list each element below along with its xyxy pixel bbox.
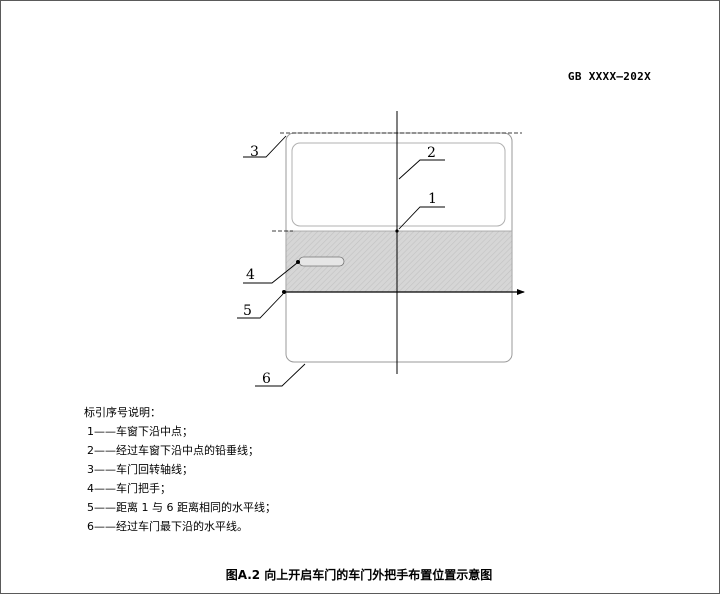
legend-item-6: 6——经过车门最下沿的水平线。 (87, 520, 248, 533)
callout-3: 3 (250, 144, 259, 160)
standard-code: GB XXXX—202X (567, 70, 651, 83)
legend-item-5: 5——距离 1 与 6 距离相同的水平线； (87, 501, 276, 514)
window-outline (291, 142, 506, 227)
leader-line-4 (243, 262, 298, 284)
callout-5: 5 (243, 303, 252, 319)
figure-caption: 图A.2 向上开启车门的车门外把手布置位置示意图 (225, 568, 493, 582)
legend: 标引序号说明： 1——车窗下沿中点； 2——经过车窗下沿中点的铅垂线； 3——车… (84, 403, 276, 536)
leader-line-1 (398, 206, 445, 230)
callout-1: 1 (428, 191, 437, 207)
legend-item-3: 3——车门回转轴线； (87, 463, 193, 476)
leader-line-2 (398, 159, 445, 180)
callout-4: 4 (246, 267, 255, 283)
callout-6: 6 (262, 371, 271, 387)
leader-line-5 (237, 293, 284, 319)
line-start-point (282, 290, 286, 294)
door-handle (298, 256, 345, 267)
legend-item-4: 4——车门把手； (87, 482, 171, 495)
callout-2: 2 (427, 145, 436, 161)
leader-line-3 (243, 135, 287, 158)
window-lower-midpoint (395, 229, 399, 233)
legend-item-1: 1——车窗下沿中点； (87, 425, 193, 438)
legend-title: 标引序号说明： (84, 406, 161, 419)
leader-line-6 (255, 363, 306, 387)
legend-item-2: 2——经过车窗下沿中点的铅垂线； (87, 444, 259, 457)
